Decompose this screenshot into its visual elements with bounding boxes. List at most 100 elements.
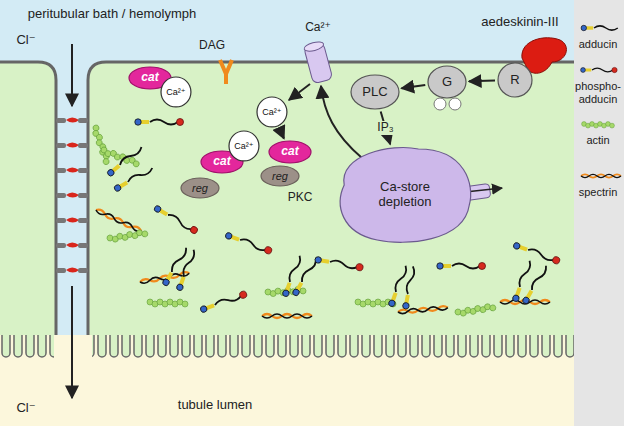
membrane [88, 62, 574, 335]
node-text: cat [281, 145, 298, 159]
illustration-part [78, 143, 88, 148]
legend-text: spectrin [573, 186, 623, 199]
ligand [522, 38, 567, 74]
illustration-part [78, 168, 88, 173]
illustration-part [78, 243, 88, 248]
region-label: peritubular bath / hemolymph [28, 7, 196, 22]
regulatory-subunit: reg [260, 165, 300, 187]
illustration-part [56, 118, 66, 123]
calcium-ion: Ca²⁺ [160, 76, 192, 108]
node-text: reg [272, 170, 288, 183]
cell-right [88, 62, 574, 335]
illustration-part [522, 264, 549, 305]
g-subunit [449, 98, 461, 110]
illustration-part [225, 232, 273, 255]
illustration-part [581, 174, 621, 177]
illustration-part [56, 193, 66, 198]
node-text: PLC [362, 85, 387, 100]
enzyme-label: PKC [288, 191, 313, 205]
illustration-part [66, 218, 79, 223]
arrow-connector [402, 85, 426, 88]
calcium-ion: Ca²⁺ [256, 96, 288, 128]
illustration-part [513, 242, 561, 265]
molecule-label: DAG [199, 39, 225, 53]
node-text: G [442, 75, 452, 90]
illustration-part [581, 67, 618, 72]
illustration-part [56, 218, 66, 223]
g-subunit [434, 98, 446, 110]
catalytic-subunit: cat [268, 140, 312, 164]
enzyme-shape: PLC [350, 74, 400, 110]
illustration-part [262, 314, 312, 318]
arrow-connector [469, 80, 495, 83]
illustration-part [314, 256, 363, 271]
illustration-part [200, 290, 248, 313]
catalytic-subunit: catCa²⁺ [128, 66, 172, 90]
illustration-part [582, 122, 615, 128]
ligand-label: aedeskinin-III [481, 15, 558, 30]
legend-text: actin [573, 134, 623, 147]
illustration-part [56, 143, 66, 148]
illustration-part [78, 268, 88, 273]
illustration-part [106, 145, 143, 178]
illustration-part [95, 208, 142, 233]
illustration-part [90, 124, 112, 165]
illustration-part [66, 193, 79, 198]
chloride-arrow [71, 286, 73, 398]
cell-left [0, 62, 56, 335]
node-text: R [510, 73, 519, 88]
arrow-connector [279, 128, 284, 138]
node-shape [257, 97, 287, 127]
illustration-part [153, 204, 199, 234]
node-text: Ca²⁺ [166, 87, 185, 97]
calcium-ion: Ca²⁺ [228, 130, 260, 162]
illustration-part [113, 165, 154, 192]
illustration-part [56, 268, 66, 273]
illustration-part [437, 263, 486, 270]
illustration-part [455, 302, 497, 317]
illustration-part [56, 243, 66, 248]
illustration-part [78, 118, 88, 123]
septate-junction [56, 118, 88, 274]
ion-label: Cl⁻ [16, 33, 35, 48]
node-shape [181, 178, 219, 198]
illustration-part [66, 168, 79, 173]
node-text: Ca²⁺ [234, 141, 253, 151]
calcium-store: Ca-store depletion [336, 145, 473, 245]
hemolymph-ground [0, 0, 574, 426]
node-text: cat [213, 155, 230, 169]
ion-label: Ca²⁺ [305, 21, 331, 35]
membrane [0, 62, 56, 335]
illustration-part [78, 193, 88, 198]
calcium-arrow [289, 84, 310, 100]
node-shape [229, 131, 259, 161]
region-label: tubule lumen [178, 398, 252, 413]
illustration-part [303, 40, 324, 53]
node-shape [261, 166, 299, 186]
regulatory-subunit: reg [180, 177, 220, 199]
node-text: Ca-store depletion [359, 180, 451, 210]
node-text: cat [141, 71, 158, 85]
chloride-arrow [71, 44, 73, 106]
node-shape [351, 75, 399, 109]
legend-text: phospho-adducin [573, 80, 623, 105]
illustration-part [147, 299, 188, 307]
illustration-part [135, 119, 184, 126]
illustration-part [282, 255, 303, 298]
node-shape [269, 141, 311, 163]
illustration-part [581, 25, 618, 30]
node-shape [161, 77, 191, 107]
illustration-part [402, 266, 416, 310]
illustration-part [107, 228, 149, 243]
edge-label: IP₃ [375, 121, 395, 135]
ion-label: Cl⁻ [16, 401, 35, 416]
ca-channel [303, 40, 333, 84]
receptor-shape: R [497, 62, 533, 98]
illustration-part [176, 249, 197, 292]
illustration-part [66, 118, 79, 123]
g-protein-shape: G [427, 65, 467, 99]
